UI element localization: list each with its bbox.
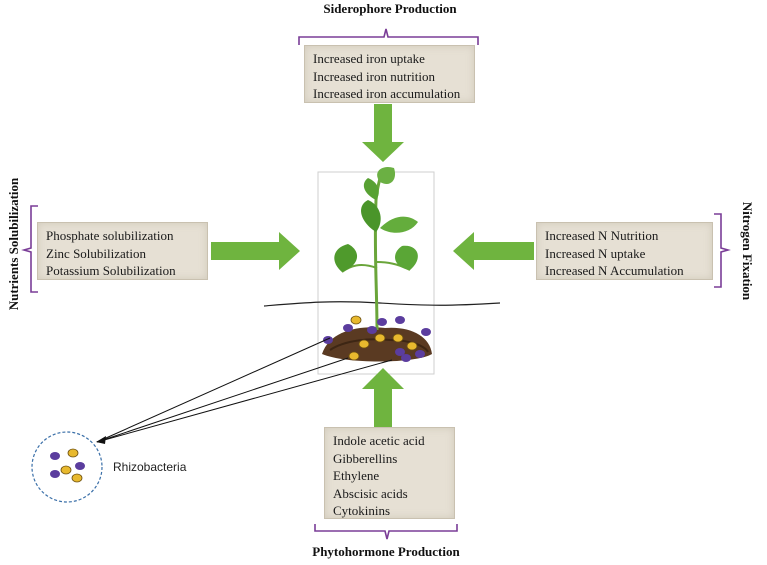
- siderophore-benefits-box: Increased iron uptake Increased iron nut…: [304, 45, 475, 103]
- soil-texture: [329, 338, 429, 353]
- benefit-item: Increased iron uptake: [313, 51, 425, 66]
- soil-bacteria: [323, 315, 431, 362]
- heading-nitrogen-fixation: Nitrogen Fixation: [740, 201, 755, 301]
- leaf: [380, 216, 418, 233]
- arrow-right-left: [211, 232, 300, 270]
- phytohormone-item: Indole acetic acid: [333, 433, 425, 448]
- arrow-down-top: [362, 104, 404, 162]
- phytohormone-item: Ethylene: [333, 468, 380, 483]
- bracket-right: [714, 213, 731, 288]
- bracket-left: [21, 205, 38, 293]
- nitrogen-item: Increased N Nutrition: [545, 228, 659, 243]
- leaf: [395, 245, 418, 270]
- bracket-bottom: [314, 524, 458, 540]
- heading-phytohormone-production: Phytohormone Production: [312, 544, 460, 559]
- ground-line: [263, 301, 501, 307]
- leaf: [377, 166, 396, 185]
- leaf: [334, 244, 358, 272]
- nutrients-solubilization-box: Phosphate solubilization Zinc Solubiliza…: [37, 222, 208, 280]
- heading-nutrients-solubilization: Nutrients Solubilization: [6, 177, 21, 311]
- bracket-top: [298, 28, 479, 45]
- leaf: [363, 178, 379, 200]
- phytohormone-item: Cytokinins: [333, 503, 391, 518]
- nitrogen-item: Increased N uptake: [545, 245, 646, 261]
- nitrogen-fixation-box: Increased N Nutrition Increased N uptake…: [536, 222, 713, 280]
- phytohormone-box: Indole acetic acid Gibberellins Ethylene…: [324, 427, 455, 519]
- phytohormone-item: Abscisic acids: [333, 485, 408, 501]
- leaf: [361, 200, 381, 232]
- rhizobacteria-pointer-lines: [96, 337, 393, 444]
- heading-siderophore-production: Siderophore Production: [323, 1, 457, 16]
- rhizobacteria-label: Rhizobacteria: [113, 460, 187, 474]
- benefit-item: Increased iron accumulation: [313, 86, 461, 101]
- rhizobacteria-cells: [50, 448, 85, 483]
- solubilization-item: Potassium Solubilization: [46, 263, 176, 278]
- nitrogen-item: Increased N Accumulation: [545, 263, 684, 278]
- solubilization-item: Zinc Solubilization: [46, 245, 147, 261]
- benefit-item: Increased iron nutrition: [313, 68, 436, 84]
- phytohormone-item: Gibberellins: [333, 450, 398, 466]
- arrow-left-right: [453, 232, 534, 270]
- arrow-up-bottom: [362, 368, 404, 428]
- solubilization-item: Phosphate solubilization: [46, 228, 174, 243]
